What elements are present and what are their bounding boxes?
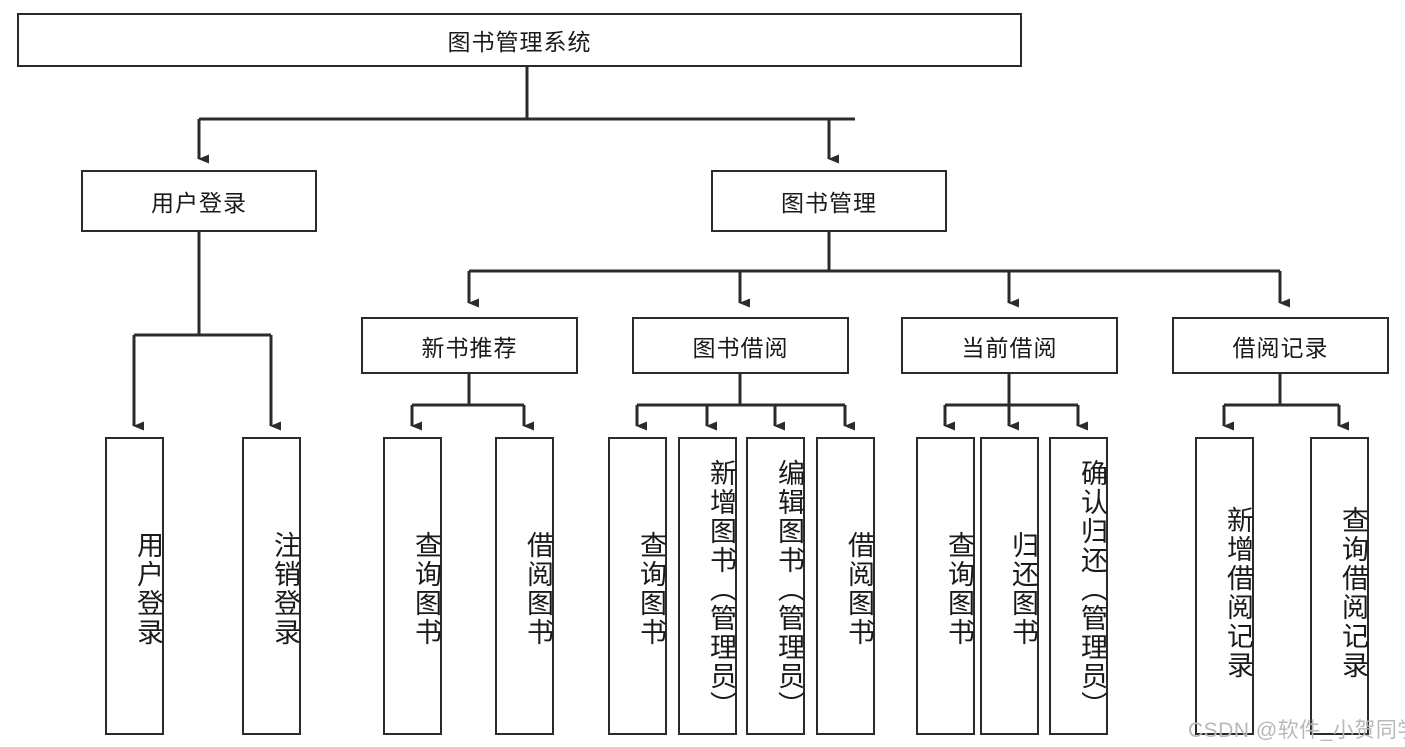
leaf-borrow-record-add-record[interactable]: 新增借阅记录 [1195,437,1254,735]
leaf-book-borrow-edit-book-admin[interactable]: 编辑图书（管理员） [746,437,805,735]
node-label: 用户登录 [151,190,247,216]
leaf-book-borrow-add-book-admin[interactable]: 新增图书（管理员） [678,437,737,735]
csdn-watermark: CSDN @软件_小贺同学 [1188,719,1405,742]
node-label: 用户登录 [133,531,163,647]
node-book-management[interactable]: 图书管理 [711,170,947,232]
leaf-user-login-logout[interactable]: 注销登录 [242,437,301,735]
node-label: 查询图书 [411,531,441,647]
node-book-borrow[interactable]: 图书借阅 [632,317,849,374]
leaf-current-borrow-query-book[interactable]: 查询图书 [916,437,975,735]
leaf-current-borrow-confirm-return-admin[interactable]: 确认归还（管理员） [1049,437,1108,735]
leaf-new-book-borrow-book[interactable]: 借阅图书 [495,437,554,735]
node-label: 新增图书（管理员） [706,458,736,720]
node-label: 查询借阅记录 [1338,506,1368,680]
node-user-login[interactable]: 用户登录 [81,170,317,232]
node-label: 查询图书 [636,531,666,647]
node-label: 注销登录 [270,531,300,647]
node-label: 编辑图书（管理员） [774,458,804,720]
node-label: 归还图书 [1008,531,1038,647]
leaf-borrow-record-query-record[interactable]: 查询借阅记录 [1310,437,1369,735]
node-new-book-recommend[interactable]: 新书推荐 [361,317,578,374]
leaf-book-borrow-borrow-book[interactable]: 借阅图书 [816,437,875,735]
leaf-new-book-query-book[interactable]: 查询图书 [383,437,442,735]
node-label: 图书借阅 [692,334,789,361]
node-label: 新书推荐 [421,334,518,361]
node-label: 借阅记录 [1232,334,1329,361]
leaf-user-login-login[interactable]: 用户登录 [105,437,164,735]
node-label: 借阅图书 [844,531,874,647]
node-borrow-record[interactable]: 借阅记录 [1172,317,1389,374]
node-current-borrow[interactable]: 当前借阅 [901,317,1118,374]
node-label: 当前借阅 [961,334,1058,361]
node-label: 借阅图书 [523,531,553,647]
leaf-book-borrow-query-book[interactable]: 查询图书 [608,437,667,735]
node-label: 图书管理系统 [447,29,592,55]
node-label: 新增借阅记录 [1223,506,1253,680]
leaf-current-borrow-return-book[interactable]: 归还图书 [980,437,1039,735]
node-root-book-management-system[interactable]: 图书管理系统 [17,13,1022,67]
node-label: 确认归还（管理员） [1077,458,1107,720]
node-label: 图书管理 [781,190,877,216]
node-label: 查询图书 [944,531,974,647]
